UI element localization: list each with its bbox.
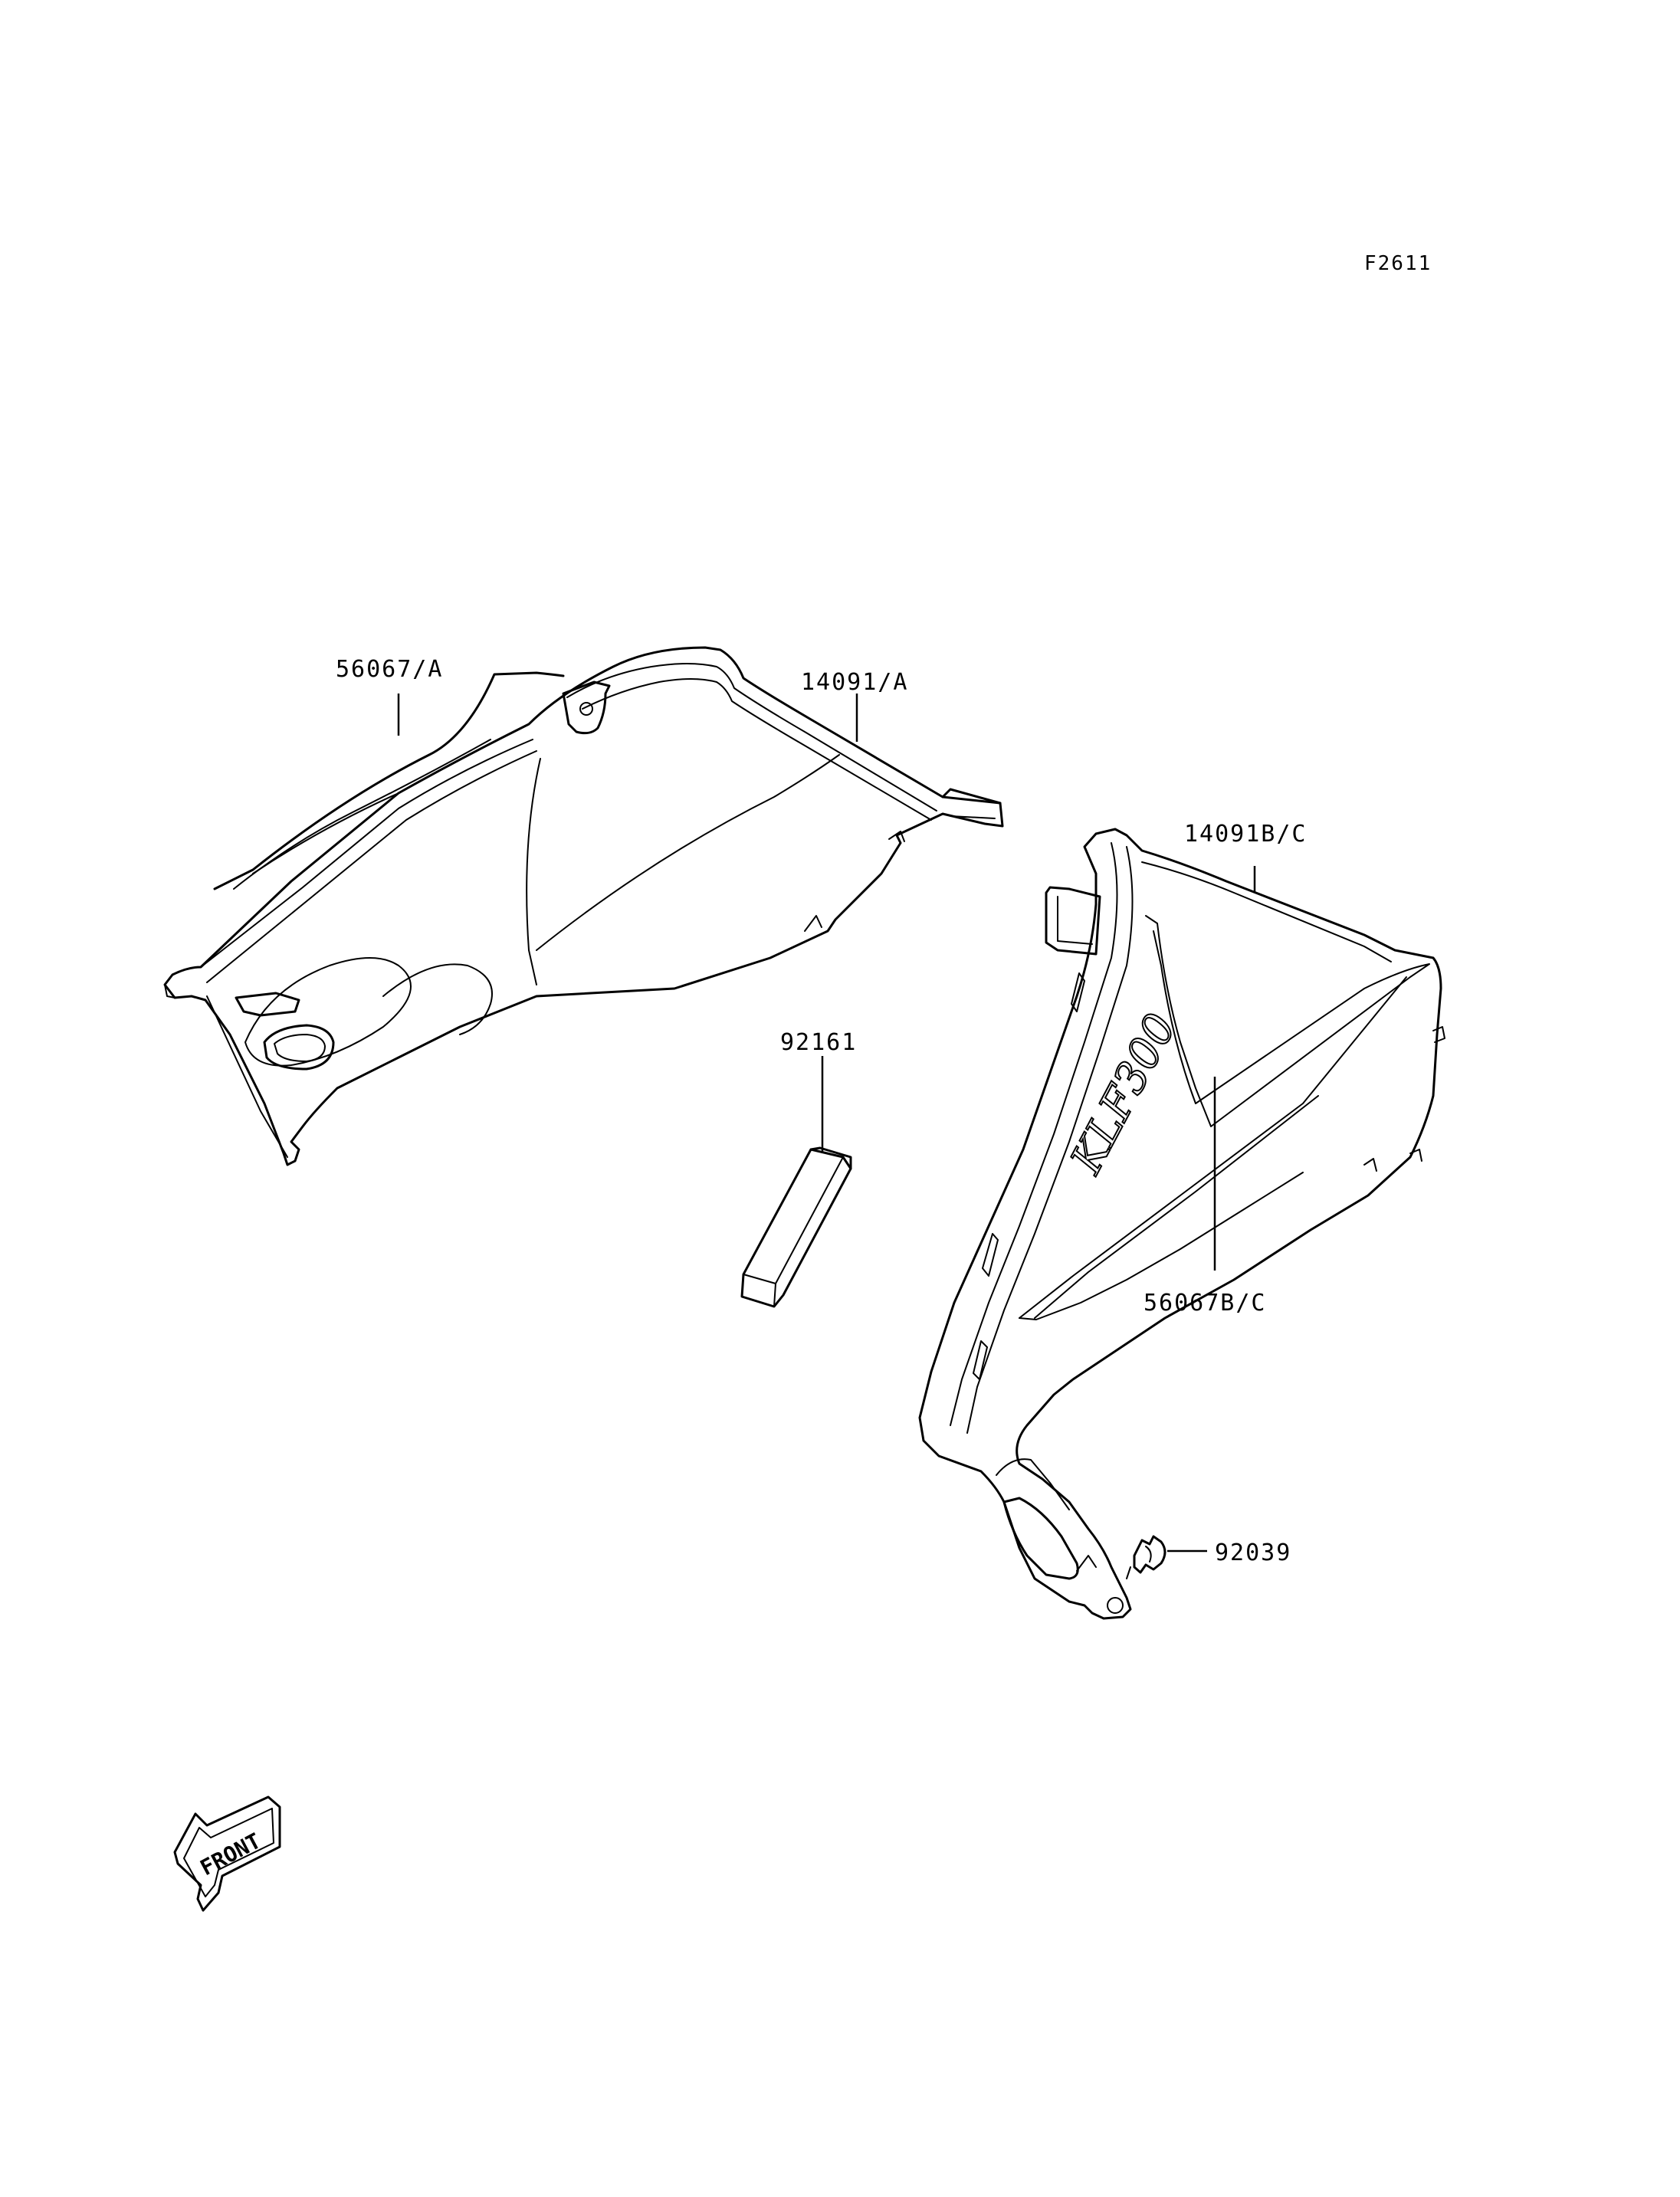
pad-drawing: [740, 1146, 852, 1308]
clip-drawing: [1126, 1535, 1166, 1579]
part-label-92161: 92161: [780, 1029, 857, 1056]
left-cover-drawing: [213, 671, 565, 890]
right-side-panel-drawing: KLF300: [918, 828, 1445, 1620]
leader-lines: [397, 694, 1256, 1553]
part-label-56067-a: 56067/A: [336, 656, 443, 683]
left-side-panel-drawing: [163, 646, 1004, 1166]
part-label-92039: 92039: [1215, 1540, 1291, 1566]
part-label-56067b-c: 56067B/C: [1144, 1290, 1267, 1317]
part-label-14091-a: 14091/A: [801, 669, 908, 696]
part-label-14091b-c: 14091B/C: [1184, 821, 1308, 848]
figure-code: F2611: [1364, 252, 1432, 275]
front-direction-arrow-icon: FRONT: [173, 1795, 281, 1912]
decal-text: KLF300: [1061, 1006, 1186, 1182]
